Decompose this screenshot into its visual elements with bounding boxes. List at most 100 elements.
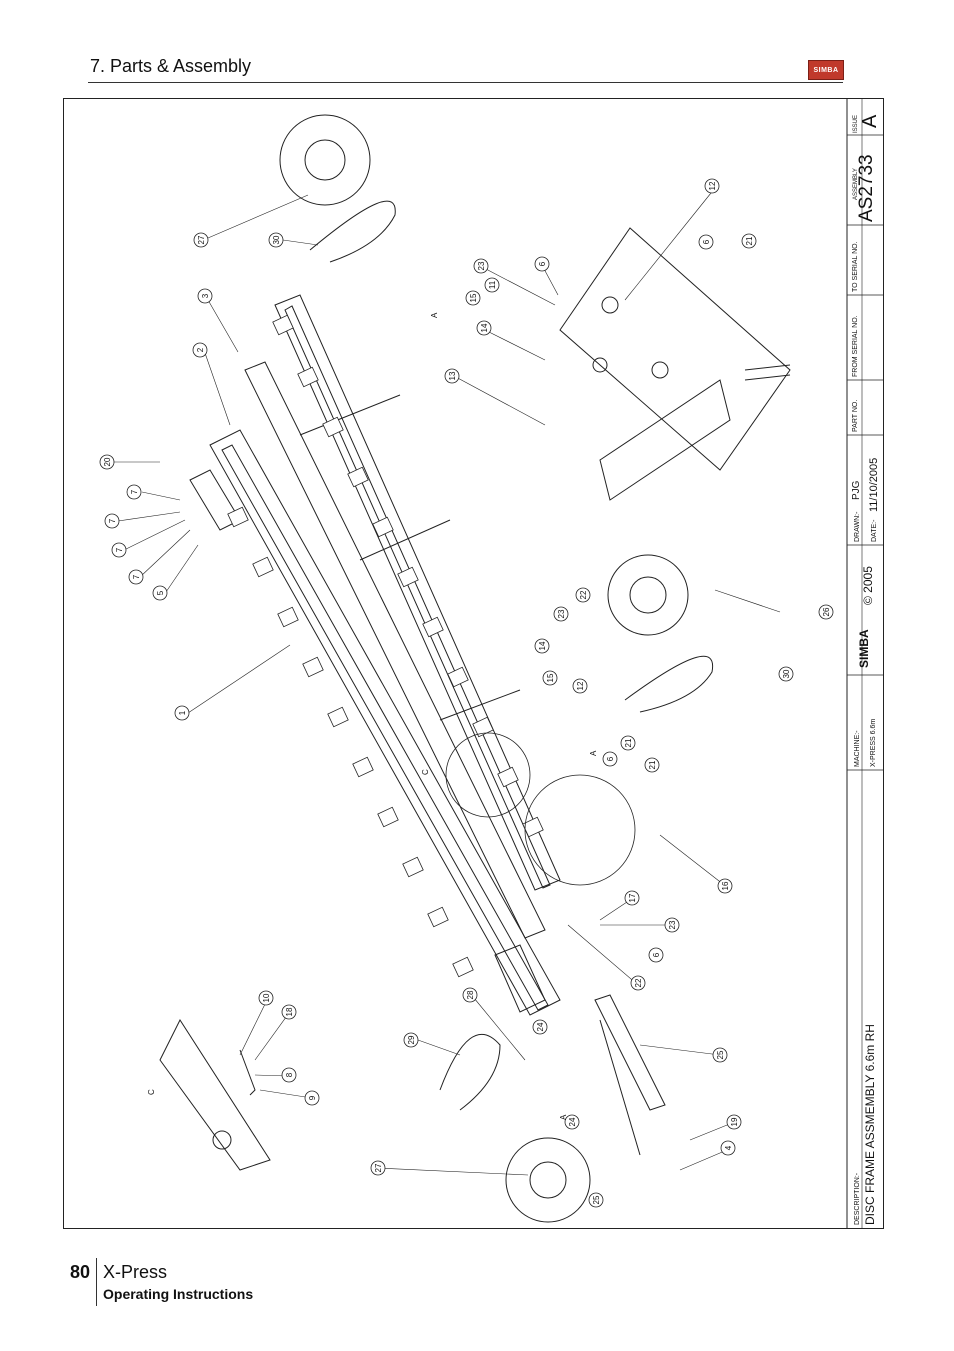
assembly-number: AS2733 bbox=[856, 154, 877, 222]
callout-number: 17 bbox=[628, 893, 637, 902]
callout-number: 27 bbox=[197, 235, 206, 244]
callout-number: 6 bbox=[606, 756, 615, 761]
callout-bubble bbox=[602, 751, 618, 767]
callout-number: 24 bbox=[568, 1117, 577, 1126]
section-title: 7. Parts & Assembly bbox=[90, 56, 252, 76]
callout-bubble bbox=[152, 585, 168, 601]
footer-divider bbox=[96, 1258, 97, 1306]
callout-number: 14 bbox=[538, 641, 547, 650]
callout-bubble bbox=[712, 1047, 728, 1063]
callout-bubble bbox=[620, 735, 636, 751]
callout-number: 15 bbox=[546, 673, 555, 682]
page-number: 80 bbox=[70, 1262, 91, 1282]
callout-number: 24 bbox=[536, 1022, 545, 1031]
callout-number: 21 bbox=[624, 738, 633, 747]
detail-label-c: C bbox=[147, 1089, 156, 1095]
callout-bubble bbox=[534, 638, 550, 654]
callout-number: 29 bbox=[407, 1035, 416, 1044]
callout-number: 10 bbox=[262, 993, 271, 1002]
callout-bubble bbox=[664, 917, 680, 933]
callout-number: 22 bbox=[579, 590, 588, 599]
copyright: © 2005 bbox=[861, 566, 875, 605]
callout-bubble bbox=[717, 878, 733, 894]
callout-bubble bbox=[281, 1004, 297, 1020]
machine-value: X-PRESS 6.6m bbox=[870, 719, 877, 767]
callout-bubble bbox=[476, 320, 492, 336]
callout-bubble bbox=[473, 258, 489, 274]
simba-brand: SIMBA bbox=[857, 629, 871, 668]
issue-label: ISSUE bbox=[853, 115, 859, 133]
callout-number: 28 bbox=[466, 990, 475, 999]
detail-label-a: A bbox=[430, 312, 439, 318]
callout-number: 21 bbox=[745, 236, 754, 245]
header-rule bbox=[88, 82, 843, 83]
callout-number: 25 bbox=[716, 1050, 725, 1059]
callout-bubble bbox=[174, 705, 190, 721]
callout-number: 13 bbox=[448, 371, 457, 380]
callout-number: 7 bbox=[108, 518, 117, 523]
callout-bubble bbox=[370, 1160, 386, 1176]
callout-number: 30 bbox=[782, 669, 791, 678]
callout-number: 26 bbox=[822, 607, 831, 616]
title-block: ISSUE A ASSEMBLY AS2733 TO SERIAL NO. FR… bbox=[846, 98, 884, 1228]
main-frame bbox=[189, 294, 561, 1016]
callout-number: 23 bbox=[668, 920, 677, 929]
callout-number: 7 bbox=[130, 489, 139, 494]
callout-bubble bbox=[624, 890, 640, 906]
callout-number: 25 bbox=[592, 1195, 601, 1204]
callout-bubble bbox=[588, 1192, 604, 1208]
callout-bubble bbox=[128, 569, 144, 585]
callout-bubble bbox=[704, 178, 720, 194]
drawn-label: DRAWN:- bbox=[854, 511, 861, 542]
frame-brackets bbox=[227, 314, 544, 978]
part-no-label: PART NO. bbox=[852, 400, 859, 432]
product-name: X-Press bbox=[103, 1262, 168, 1282]
callout-bubble bbox=[268, 232, 284, 248]
callout-number: 6 bbox=[538, 261, 547, 266]
disc-arms bbox=[309, 200, 714, 1111]
date-label: DATE:- bbox=[871, 519, 878, 542]
callout-bubble bbox=[111, 542, 127, 558]
machine-label: MACHINE:- bbox=[854, 730, 861, 767]
callout-number: 5 bbox=[156, 590, 165, 595]
detail-circles bbox=[445, 732, 636, 886]
callout-bubble bbox=[465, 290, 481, 306]
assembly-label: ASSEMBLY bbox=[853, 168, 859, 200]
callout-bubble bbox=[572, 678, 588, 694]
callout-number: 18 bbox=[285, 1007, 294, 1016]
callout-number: 15 bbox=[469, 293, 478, 302]
callout-bubble bbox=[542, 670, 558, 686]
callout-bubble bbox=[193, 232, 209, 248]
callout-bubble bbox=[818, 604, 834, 620]
date-value: 11/10/2005 bbox=[868, 458, 880, 512]
callout-number: 19 bbox=[730, 1117, 739, 1126]
description-label: DESCRIPTION:- bbox=[854, 1172, 861, 1225]
detail-label-a: A bbox=[589, 750, 598, 756]
callout-bubble bbox=[484, 277, 500, 293]
callout-number: 30 bbox=[272, 235, 281, 244]
callout-bubble bbox=[741, 233, 757, 249]
callout-bubble bbox=[104, 513, 120, 529]
callout-number: 27 bbox=[374, 1163, 383, 1172]
description-value: DISC FRAME ASSMEMBLY 6.6m RH bbox=[863, 1024, 877, 1225]
callout-number: 3 bbox=[201, 293, 210, 298]
callout-number: 1 bbox=[178, 710, 187, 715]
simba-logo: SIMBA bbox=[808, 60, 844, 80]
callout-bubble bbox=[258, 990, 274, 1006]
callout-number: 22 bbox=[634, 978, 643, 987]
pivot-detail bbox=[559, 227, 791, 501]
callout-bubble bbox=[564, 1114, 580, 1130]
callout-number: 6 bbox=[702, 239, 711, 244]
callout-bubble bbox=[444, 368, 460, 384]
callout-number: 12 bbox=[576, 681, 585, 690]
drawing-frame bbox=[63, 98, 884, 1229]
callout-number: 16 bbox=[721, 881, 730, 890]
callout-number: 7 bbox=[115, 547, 124, 552]
leader-lines bbox=[112, 187, 781, 1176]
disc-blades bbox=[279, 114, 689, 1223]
detail-label-c: C bbox=[421, 769, 430, 775]
detail-c-inset bbox=[159, 1018, 271, 1171]
callout-number: 11 bbox=[488, 280, 497, 289]
